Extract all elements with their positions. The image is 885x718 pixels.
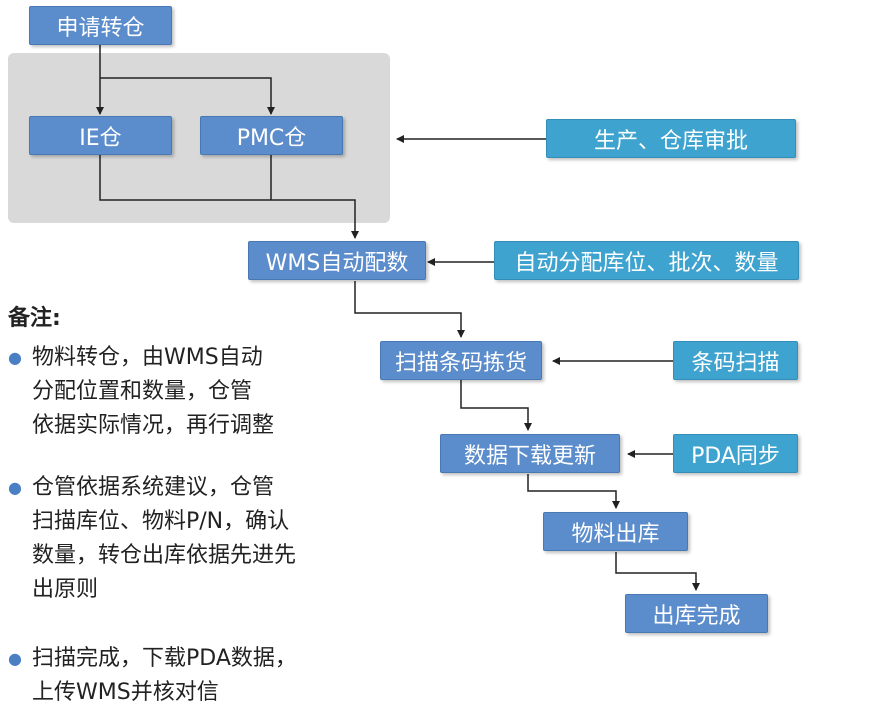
bullet-icon: ● — [8, 649, 22, 668]
note-line: 仓管依据系统建议，仓管 — [32, 475, 275, 500]
note-line: 分配位置和数量，仓管 — [32, 379, 253, 404]
material-outbound-box: 物料出库 — [543, 512, 688, 551]
note-item-1: ● 物料转仓，由WMS自动 分配位置和数量，仓管 依据实际情况，再行调整 — [8, 341, 274, 443]
apply-transfer-box: 申请转仓 — [29, 6, 172, 45]
scan-pick-box: 扫描条码拣货 — [380, 341, 542, 380]
connector-apply-to-pmc — [100, 77, 275, 115]
auto-allocate-detail-box: 自动分配库位、批次、数量 — [494, 241, 799, 280]
note-line: 依据实际情况，再行调整 — [32, 413, 275, 438]
note-item-3: ● 扫描完成，下载PDA数据， 上传WMS并核对信 — [8, 642, 297, 710]
data-update-box: 数据下载更新 — [440, 434, 620, 473]
connector-scan-to-update — [460, 380, 532, 431]
note-line: 上传WMS并核对信 — [32, 680, 219, 705]
barcode-scan-box: 条码扫描 — [673, 341, 798, 380]
note-line: 物料转仓，由WMS自动 — [32, 345, 263, 370]
note-line: 数量，转仓出库依据先进先 — [32, 543, 297, 568]
bullet-icon: ● — [8, 478, 22, 497]
connector-outbound-to-done — [615, 552, 700, 591]
bullet-icon: ● — [8, 348, 22, 367]
outbound-done-box: 出库完成 — [625, 594, 768, 633]
connector-update-to-outbound — [527, 474, 620, 509]
pda-sync-box: PDA同步 — [673, 434, 798, 473]
note-line: 出原则 — [32, 577, 99, 602]
connector-wms-to-scan — [354, 281, 465, 338]
notes-title: 备注: — [8, 306, 61, 331]
connector-ie-to-wms — [99, 155, 359, 239]
ie-warehouse-box: IE仓 — [29, 116, 172, 155]
pmc-warehouse-box: PMC仓 — [200, 116, 343, 155]
wms-auto-allocate-box: WMS自动配数 — [248, 241, 426, 280]
note-item-2: ● 仓管依据系统建议，仓管 扫描库位、物料P/N，确认 数量，转仓出库依据先进先… — [8, 471, 296, 607]
note-line: 扫描完成，下载PDA数据， — [32, 646, 297, 671]
production-approval-box: 生产、仓库审批 — [546, 119, 796, 158]
note-line: 扫描库位、物料P/N，确认 — [32, 509, 290, 534]
